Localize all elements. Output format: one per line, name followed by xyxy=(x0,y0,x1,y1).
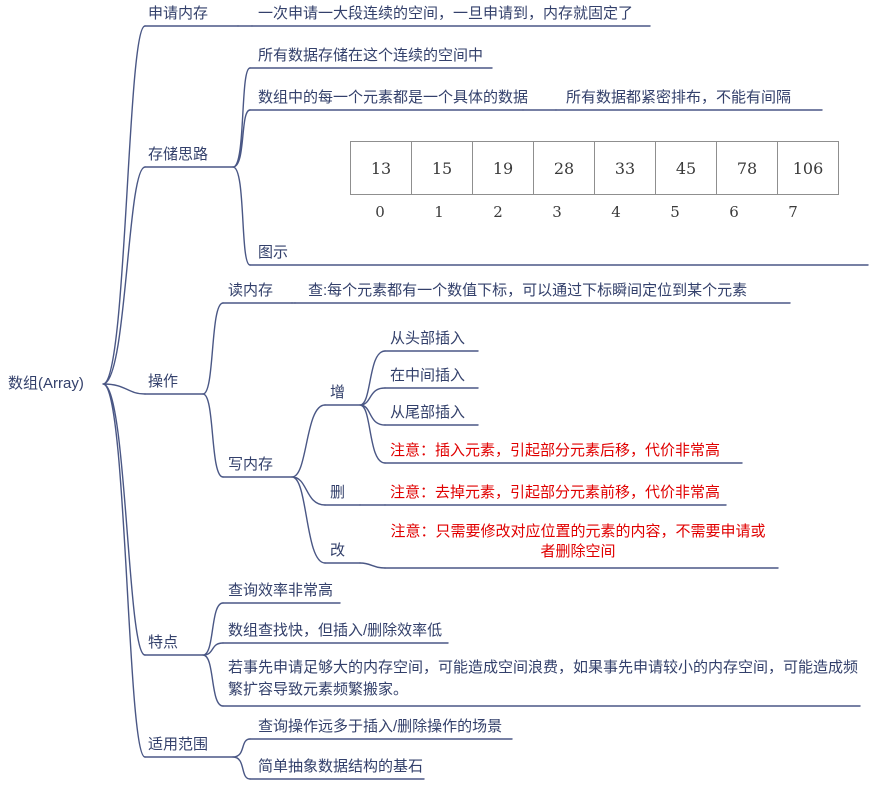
topic-storage-element[interactable]: 数组中的每一个元素都是一个具体的数据 xyxy=(258,89,529,106)
array-index-label: 4 xyxy=(611,203,621,221)
array-cell: 106 xyxy=(777,141,839,195)
topic-add-head-insert[interactable]: 从头部插入 xyxy=(390,330,466,347)
topic-operation[interactable]: 操作 xyxy=(148,373,179,390)
array-cell: 78 xyxy=(716,141,778,195)
topic-scope-query-heavy[interactable]: 查询操作远多于插入/删除操作的场景 xyxy=(258,718,503,735)
root-topic[interactable]: 数组(Array) xyxy=(8,375,84,392)
topic-delete[interactable]: 删 xyxy=(330,484,346,501)
topic-storage-element-note[interactable]: 所有数据都紧密排布，不能有间隔 xyxy=(566,89,792,106)
array-index-label: 3 xyxy=(552,203,562,221)
array-cell: 15 xyxy=(411,141,473,195)
topic-storage[interactable]: 存储思路 xyxy=(148,146,209,163)
array-cell-value: 13 xyxy=(370,158,392,178)
topic-read-memory-note[interactable]: 查:每个元素都有一个数值下标，可以通过下标瞬间定位到某个元素 xyxy=(308,282,748,299)
array-index-label: 2 xyxy=(493,203,503,221)
array-index-label: 7 xyxy=(788,203,798,221)
topic-add-tail-insert[interactable]: 从尾部插入 xyxy=(390,404,466,421)
topic-diagram-label[interactable]: 图示 xyxy=(258,244,289,261)
array-index-row: 0 1 2 3 4 5 6 7 xyxy=(350,203,823,221)
array-index-label: 6 xyxy=(729,203,739,221)
topic-storage-continuous[interactable]: 所有数据存储在这个连续的空间中 xyxy=(258,47,484,64)
array-cell: 28 xyxy=(533,141,595,195)
topic-feature-memory[interactable]: 若事先申请足够大的内存空间，可能造成空间浪费，如果事先申请较小的内存空间，可能造… xyxy=(228,659,859,698)
array-cell-value: 45 xyxy=(675,158,697,178)
topic-scope-foundation[interactable]: 简单抽象数据结构的基石 xyxy=(258,758,424,775)
array-index-label: 0 xyxy=(375,203,385,221)
array-cell: 33 xyxy=(594,141,656,195)
array-index-label: 5 xyxy=(670,203,680,221)
topic-add[interactable]: 增 xyxy=(330,384,346,401)
topic-scope[interactable]: 适用范围 xyxy=(148,736,209,753)
array-index-label: 1 xyxy=(434,203,444,221)
array-cell: 19 xyxy=(472,141,534,195)
array-cell: 45 xyxy=(655,141,717,195)
array-cell-value: 15 xyxy=(431,158,453,178)
topic-apply-memory[interactable]: 申请内存 xyxy=(148,5,209,22)
topic-read-memory[interactable]: 读内存 xyxy=(228,282,274,299)
array-cell-value: 28 xyxy=(553,158,575,178)
topic-feature-query-fast[interactable]: 查询效率非常高 xyxy=(228,582,334,599)
array-cell-value: 106 xyxy=(792,158,824,178)
topic-add-warning[interactable]: 注意：插入元素，引起部分元素后移，代价非常高 xyxy=(390,442,721,459)
array-cell: 13 xyxy=(350,141,412,195)
topic-features[interactable]: 特点 xyxy=(148,634,179,651)
array-cell-value: 19 xyxy=(492,158,514,178)
topic-add-middle-insert[interactable]: 在中间插入 xyxy=(390,367,466,384)
topic-modify[interactable]: 改 xyxy=(330,542,346,559)
array-cell-value: 33 xyxy=(614,158,636,178)
topic-feature-tradeoff[interactable]: 数组查找快，但插入/删除效率低 xyxy=(228,622,443,639)
topic-apply-memory-desc[interactable]: 一次申请一大段连续的空间，一旦申请到，内存就固定了 xyxy=(258,5,634,22)
topic-delete-warning[interactable]: 注意：去掉元素，引起部分元素前移，代价非常高 xyxy=(390,484,721,501)
array-cell-value: 78 xyxy=(736,158,758,178)
topic-write-memory[interactable]: 写内存 xyxy=(228,456,274,473)
array-diagram: 13 15 19 28 33 45 78 106 xyxy=(350,141,839,195)
topic-modify-warning[interactable]: 注意：只需要修改对应位置的元素的内容，不需要申请或者删除空间 xyxy=(390,523,766,560)
